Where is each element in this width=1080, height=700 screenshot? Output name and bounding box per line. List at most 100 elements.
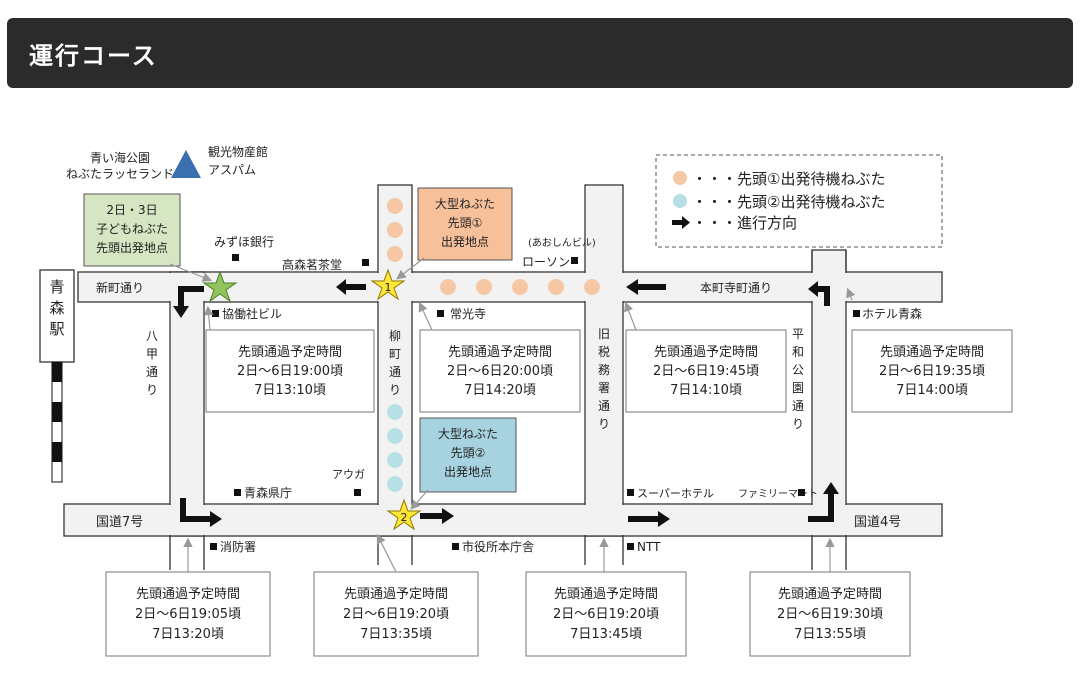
svg-text:通: 通: [598, 399, 610, 413]
hakko-street-label: 八 甲 通 り: [146, 329, 158, 397]
svg-text:町: 町: [389, 347, 401, 361]
kyodo-label: 協働社ビル: [222, 306, 282, 321]
start2-line1: 大型ねぶた: [438, 427, 498, 441]
svg-text:通: 通: [389, 365, 401, 379]
svg-text:署: 署: [598, 381, 610, 395]
station-label-2: 森: [49, 299, 64, 317]
svg-text:先頭通過予定時間: 先頭通過予定時間: [778, 587, 882, 602]
shobo-label: 消防署: [220, 539, 256, 554]
start1-line2: 先頭①: [448, 216, 483, 230]
kokudo7-label: 国道7号: [96, 515, 143, 530]
station-label-3: 駅: [49, 320, 64, 338]
hotel-label: ホテル青森: [862, 306, 922, 321]
svg-text:7日13:45頃: 7日13:45頃: [570, 627, 642, 642]
svg-text:柳: 柳: [389, 329, 401, 343]
aoshin-label: (あおしんビル): [528, 237, 596, 249]
ntt-label: NTT: [637, 540, 661, 554]
svg-text:先頭通過予定時間: 先頭通過予定時間: [554, 587, 658, 602]
mizuho-label: みずほ銀行: [214, 235, 274, 249]
time-box-3: 先頭通過予定時間 2日～6日19:45頃 7日14:10頃: [624, 301, 787, 413]
svg-text:通: 通: [146, 365, 158, 379]
start2-line2: 先頭②: [451, 446, 486, 460]
svg-text:甲: 甲: [146, 347, 158, 361]
svg-text:旧: 旧: [598, 327, 610, 341]
kyuzeimusho-street-label: 旧 税 務 署 通 り: [598, 327, 610, 431]
start1-star-icon: [370, 268, 406, 301]
joko-label: 常光寺: [450, 307, 486, 321]
start2-marker-number: 2: [401, 511, 408, 524]
svg-text:平: 平: [792, 327, 804, 341]
legend-label-start2: ・・・先頭②出発待機ねぶた: [692, 193, 885, 211]
legend-arrow-icon: [672, 216, 690, 229]
legend-label-direction: ・・・進行方向: [692, 214, 797, 232]
start2-line3: 出発地点: [444, 465, 492, 479]
svg-text:り: り: [792, 417, 804, 431]
station-label-1: 青: [49, 278, 64, 296]
section-title: 運行コース: [29, 42, 158, 70]
kokudo4-label: 国道4号: [854, 515, 901, 530]
svg-text:務: 務: [598, 363, 610, 377]
start1-line3: 出発地点: [441, 235, 489, 249]
svg-text:7日14:10頃: 7日14:10頃: [670, 383, 742, 398]
super-hotel-label: スーパーホテル: [637, 487, 714, 500]
heiwakoen-street-label: 平 和 公 園 通 り: [792, 327, 804, 431]
kids-start-box: [83, 193, 181, 267]
start1-box: [417, 187, 513, 261]
kids-start-line2: 子どもねぶた: [96, 222, 168, 236]
takamori-label: 高森茗茶堂: [282, 257, 342, 272]
time-box-7: 先頭通過予定時間 2日～6日19:20頃 7日13:45頃: [525, 537, 687, 657]
svg-text:通: 通: [792, 399, 804, 413]
svg-text:2日～6日19:20頃: 2日～6日19:20頃: [343, 607, 449, 622]
svg-text:7日13:10頃: 7日13:10頃: [254, 383, 326, 398]
lawson-label: ローソン: [522, 255, 570, 269]
svg-text:り: り: [389, 383, 401, 397]
kids-start-star-icon: [202, 270, 238, 303]
start2-waiting-dots: [387, 404, 403, 492]
direction-arrows: [173, 279, 839, 527]
svg-text:り: り: [146, 383, 158, 397]
svg-text:先頭通過予定時間: 先頭通過予定時間: [344, 587, 448, 602]
legend-box: [655, 154, 943, 248]
honchodera-street-label: 本町寺町通り: [700, 281, 772, 295]
railway-track: [51, 361, 63, 483]
svg-text:2日～6日19:05頃: 2日～6日19:05頃: [135, 607, 241, 622]
svg-text:先頭通過予定時間: 先頭通過予定時間: [136, 587, 240, 602]
svg-text:税: 税: [598, 345, 610, 359]
kanko-label: 観光物産館: [208, 144, 268, 159]
start1-marker-number: 1: [385, 281, 392, 294]
svg-text:2日～6日19:00頃: 2日～6日19:00頃: [237, 364, 343, 379]
section-header: 運行コース: [7, 18, 1073, 88]
svg-text:2日～6日19:45頃: 2日～6日19:45頃: [653, 364, 759, 379]
svg-text:先頭通過予定時間: 先頭通過予定時間: [654, 345, 758, 360]
shiyakusho-label: 市役所本庁舎: [462, 539, 534, 554]
famima-label: ファミリーマート: [738, 489, 818, 500]
legend-dot-start2: [673, 194, 687, 208]
kencho-label: 青森県庁: [244, 485, 292, 500]
time-box-5: 先頭通過予定時間 2日～6日19:05頃 7日13:20頃: [105, 537, 271, 657]
svg-text:2日～6日19:35頃: 2日～6日19:35頃: [879, 364, 985, 379]
svg-text:7日13:35頃: 7日13:35頃: [360, 627, 432, 642]
svg-text:2日～6日19:20頃: 2日～6日19:20頃: [553, 607, 659, 622]
kids-start-line1: 2日・3日: [106, 203, 157, 217]
time-box-6: 先頭通過予定時間 2日～6日19:20頃 7日13:35頃: [313, 533, 479, 657]
svg-text:2日～6日19:30頃: 2日～6日19:30頃: [777, 607, 883, 622]
svg-text:り: り: [598, 417, 610, 431]
svg-text:2日～6日20:00頃: 2日～6日20:00頃: [447, 364, 553, 379]
svg-text:八: 八: [146, 329, 158, 343]
kids-start-line3: 先頭出発地点: [96, 241, 168, 255]
aoiumi-park-label: 青い海公園: [90, 150, 150, 165]
shinmachi-street-label: 新町通り: [96, 280, 144, 295]
start1-line1: 大型ねぶた: [435, 197, 495, 211]
rasseland-label: ねぶたラッセランド: [66, 167, 174, 181]
svg-text:先頭通過予定時間: 先頭通過予定時間: [880, 345, 984, 360]
svg-text:先頭通過予定時間: 先頭通過予定時間: [238, 345, 342, 360]
start1-waiting-dots: [387, 198, 600, 295]
svg-text:公: 公: [792, 363, 804, 377]
aspam-label: アスパム: [208, 163, 256, 177]
auga-label: アウガ: [332, 468, 365, 481]
start2-box: [419, 417, 517, 493]
svg-text:先頭通過予定時間: 先頭通過予定時間: [448, 345, 552, 360]
legend-dot-start1: [673, 171, 687, 185]
yanagimachi-street-label: 柳 町 通 り: [389, 329, 401, 397]
